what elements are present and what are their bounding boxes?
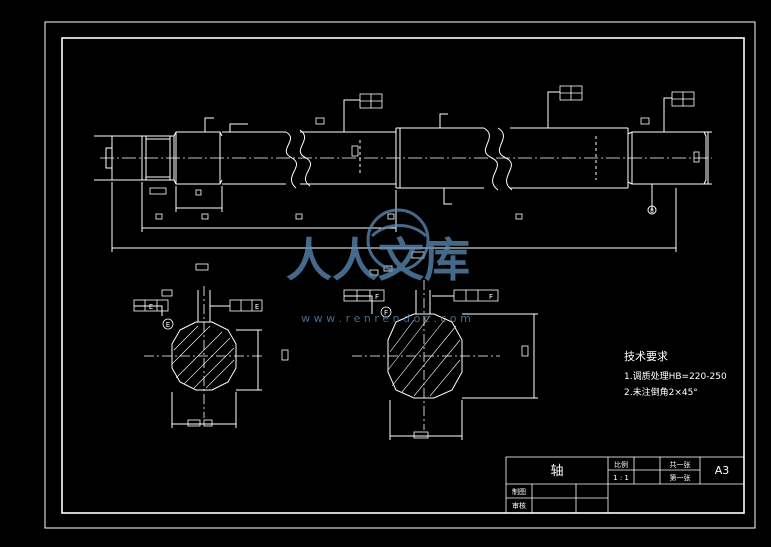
section-e-frames — [133, 263, 289, 427]
watermark-url: w w w . r e n r e n d o c . c o m — [301, 312, 471, 325]
title-block — [505, 456, 745, 514]
datum-e-right: E — [255, 303, 259, 311]
section-f-view — [344, 280, 538, 440]
sheet-total: 共一张 — [670, 460, 691, 469]
scale-value: 1 : 1 — [613, 474, 629, 482]
part-name: 轴 — [550, 464, 563, 479]
datum-f-left: F — [375, 293, 379, 301]
tech-req-item-1: 1.调质处理HB=220-250 — [624, 370, 727, 382]
section-f-frames — [343, 251, 529, 439]
shaft-main-view — [94, 91, 712, 252]
datum-e-left: E — [149, 303, 153, 311]
section-f-hatch — [387, 315, 461, 397]
tech-req-item-2: 2.未注倒角2×45° — [624, 386, 698, 398]
section-e-label: E — [166, 321, 170, 329]
section-f-marker — [380, 306, 392, 318]
sheet-border — [44, 21, 756, 529]
watermark-text: 人人文库 — [286, 233, 470, 287]
section-e-view — [134, 286, 262, 428]
section-f-label: F — [384, 309, 388, 317]
paper-size: A3 — [715, 464, 730, 477]
drawn-label: 制图 — [512, 487, 526, 496]
tech-req-heading: 技术要求 — [624, 350, 668, 363]
sheet-index: 第一张 — [670, 473, 691, 482]
section-e-hatch — [171, 325, 235, 389]
reviewed-label: 审核 — [512, 501, 526, 510]
tolerance-frames — [149, 85, 700, 220]
datum-b-label: B — [650, 208, 654, 215]
scale-label: 比例 — [614, 460, 628, 469]
section-e-marker — [162, 318, 174, 330]
datum-f-right: F — [489, 293, 493, 301]
watermark-logo: 人人文库 w w w . r e n r e n d o c . c o m — [286, 208, 471, 325]
